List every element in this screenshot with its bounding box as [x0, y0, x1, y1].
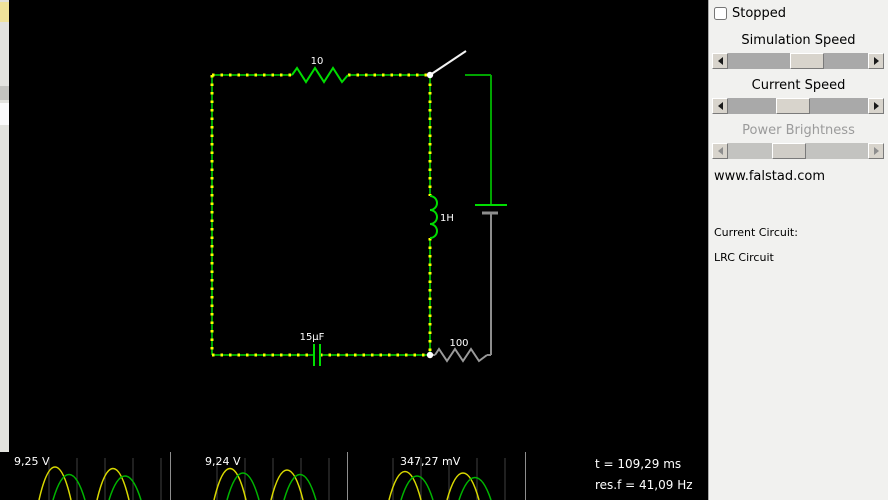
stopped-checkbox[interactable]: [714, 7, 727, 20]
edge-decoration-low: [0, 103, 9, 125]
scope-dividers: [170, 452, 526, 500]
switch-post-dot: [426, 71, 434, 79]
voltage-source-branch[interactable]: [475, 75, 507, 356]
power-brightness-label: Power Brightness: [742, 123, 855, 138]
edge-decoration-mid: [0, 86, 9, 100]
inductor-1h-label: 1H: [440, 213, 454, 224]
switch-open[interactable]: [426, 50, 491, 79]
slider-left-arrow[interactable]: [712, 98, 728, 114]
slider-track[interactable]: [728, 143, 868, 159]
right-arrow-icon: [873, 147, 883, 155]
current-circuit-label: Current Circuit:: [714, 226, 798, 239]
circuit-svg: 10 1H: [210, 50, 507, 366]
resistor-10[interactable]: 10: [291, 56, 349, 84]
capacitor-15uf[interactable]: 15µF: [300, 332, 325, 366]
capacitor-15uf-label: 15µF: [300, 332, 325, 343]
resonant-frequency: res.f = 41,09 Hz: [595, 478, 693, 492]
slider-track[interactable]: [728, 98, 868, 114]
current-speed-slider[interactable]: [712, 98, 884, 114]
left-arrow-icon: [714, 102, 723, 110]
oscilloscope-strip: 9,25 V 9,24 V 347,27 mV t = 109,29 ms re…: [9, 452, 708, 500]
circuit-canvas[interactable]: 10 1H: [9, 0, 708, 500]
scope-waveforms-svg: [38, 452, 526, 500]
scope-value-2: 9,24 V: [205, 455, 241, 468]
right-arrow-icon: [873, 57, 883, 65]
scope-panel-2-trace[interactable]: [213, 467, 317, 500]
simulation-speed-slider[interactable]: [712, 53, 884, 69]
resistor-100-label: 100: [449, 338, 468, 349]
simulation-speed-label: Simulation Speed: [741, 33, 856, 48]
current-circuit-name: LRC Circuit: [714, 251, 774, 264]
stopped-label: Stopped: [732, 6, 787, 21]
slider-track[interactable]: [728, 53, 868, 69]
resistor-10-label: 10: [311, 56, 324, 67]
slider-left-arrow[interactable]: [712, 143, 728, 159]
browser-edge-strip: [0, 0, 9, 452]
scope-gridlines: [48, 458, 506, 500]
scope-panel-3-trace[interactable]: [388, 470, 492, 500]
junction-dot: [426, 351, 434, 359]
slider-right-arrow[interactable]: [868, 98, 884, 114]
inductor-1h[interactable]: 1H: [429, 195, 454, 239]
slider-thumb[interactable]: [772, 143, 806, 159]
simulation-time: t = 109,29 ms: [595, 457, 682, 471]
scope-value-1: 9,25 V: [14, 455, 50, 468]
stopped-row: Stopped: [714, 6, 786, 21]
slider-right-arrow[interactable]: [868, 53, 884, 69]
edge-decoration-top: [0, 2, 9, 22]
resistor-100[interactable]: 100: [430, 338, 488, 363]
right-arrow-icon: [873, 102, 883, 110]
slider-left-arrow[interactable]: [712, 53, 728, 69]
website-text: www.falstad.com: [714, 169, 825, 184]
slider-thumb[interactable]: [790, 53, 824, 69]
left-arrow-icon: [714, 57, 723, 65]
slider-thumb[interactable]: [776, 98, 810, 114]
scope-value-3: 347,27 mV: [400, 455, 461, 468]
left-arrow-icon: [714, 147, 723, 155]
current-speed-label: Current Speed: [751, 78, 846, 93]
power-brightness-slider[interactable]: [712, 143, 884, 159]
control-panel: Stopped Simulation Speed Current Speed P…: [708, 0, 888, 500]
slider-right-arrow[interactable]: [868, 143, 884, 159]
scope-panel-1-trace[interactable]: [38, 466, 142, 500]
